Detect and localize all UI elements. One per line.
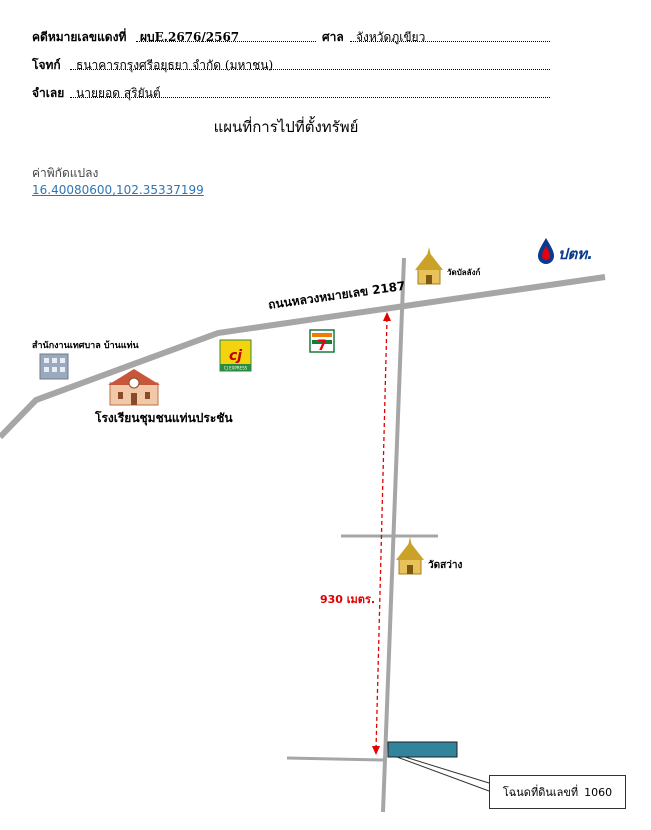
- coordinates-link[interactable]: 16.40080600,102.35337199: [32, 183, 204, 197]
- municipality-label: สำนักงานเทศบาล บ้านแท่น: [32, 341, 139, 351]
- ptt-text: ปตท.: [558, 245, 593, 263]
- svg-text:cj: cj: [229, 348, 242, 364]
- defendant-value: นายยอด สุริยันต์: [76, 86, 161, 100]
- cj-express-logo: cj CJ EXPRESS: [219, 339, 252, 372]
- coordinates-label: ค่าพิกัดแปลง: [32, 166, 99, 180]
- temple2-label: วัดสว่าง: [428, 560, 463, 571]
- temple1-label: วัดบัลลังก์: [447, 268, 481, 277]
- distance-arrow: [375, 317, 388, 751]
- court-line: [350, 41, 550, 42]
- court-value: จังหวัดภูเขียว: [356, 30, 426, 44]
- case-number-line: [136, 41, 316, 42]
- school-icon: [108, 369, 160, 406]
- defendant-line: [70, 97, 550, 98]
- parcel-number: 1060: [584, 785, 613, 799]
- seven-eleven-logo: 7: [309, 329, 335, 354]
- cj-express-text: CJ EXPRESS: [224, 366, 248, 371]
- ptt-logo: [538, 238, 554, 264]
- main-road: [0, 274, 606, 440]
- arrow-head-bottom: [372, 746, 380, 755]
- building-icon: [39, 353, 69, 380]
- temple-icon: [396, 537, 424, 575]
- school-label: โรงเรียนชุมชนแท่นประชัน: [95, 411, 233, 425]
- page-title: แผนที่การไปที่ตั้งทรัพย์: [213, 118, 359, 136]
- plaintiff-line: [70, 69, 550, 70]
- temple-icon: [415, 247, 443, 285]
- plaintiff-value: ธนาคารกรุงศรีอยุธยา จำกัด (มหาชน): [76, 58, 274, 72]
- defendant-label: จำเลย: [32, 86, 65, 100]
- cross-road-lower: [286, 756, 386, 762]
- court-label: ศาล: [322, 30, 344, 44]
- case-number-value: ผบE.2676/2567: [140, 30, 240, 44]
- plaintiff-label: โจทก์: [32, 58, 61, 72]
- svg-text:7: 7: [317, 338, 327, 354]
- callout-line-a: [396, 756, 490, 792]
- arrow-head-top: [383, 312, 391, 321]
- parcel-label: โฉนดที่ดินเลขที่: [502, 786, 579, 799]
- case-number-label: คดีหมายเลขแดงที่: [32, 30, 127, 44]
- parcel-callout: โฉนดที่ดินเลขที่ 1060: [489, 775, 626, 809]
- parcel-marker: [387, 741, 458, 758]
- distance-label: 930 เมตร.: [320, 593, 376, 606]
- callout-line-b: [404, 756, 490, 784]
